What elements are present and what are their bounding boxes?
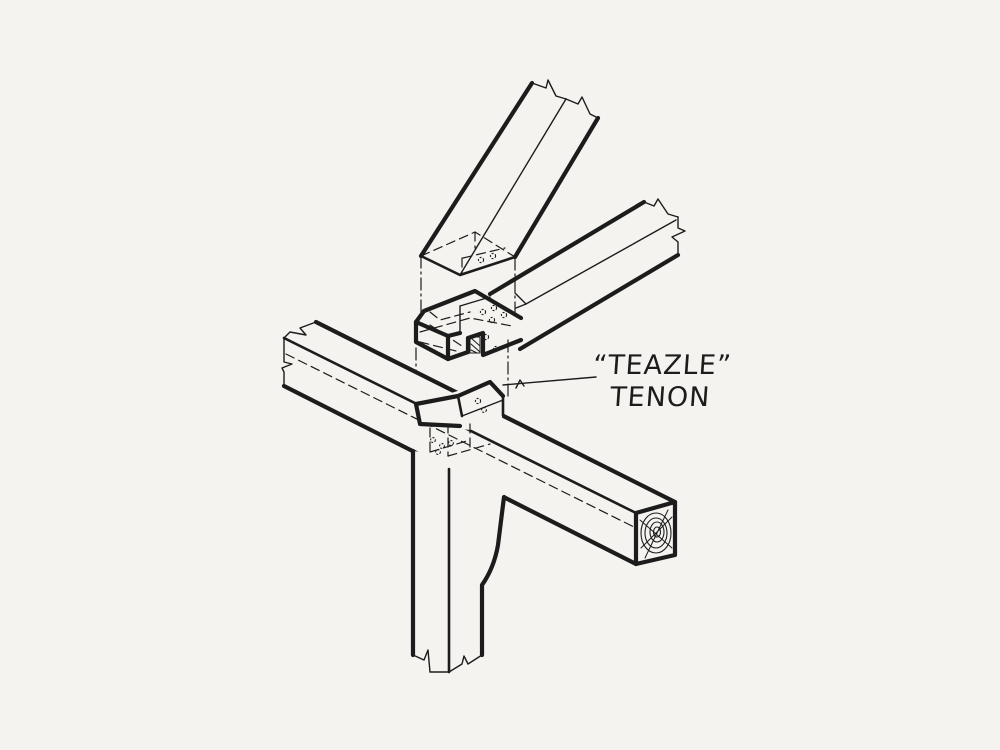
rafter: [418, 79, 601, 278]
label-line-1: “TEAZLE”: [592, 350, 733, 381]
label-line-2: TENON: [609, 382, 712, 413]
post: [410, 423, 507, 674]
callout-leader: [502, 376, 597, 389]
teazle-tenon: [413, 379, 506, 430]
end-grain-rings: [639, 509, 673, 559]
post-top-block: [413, 288, 524, 362]
teazle-tenon-label: “TEAZLE” TENON: [590, 350, 733, 414]
brace: [470, 198, 686, 352]
